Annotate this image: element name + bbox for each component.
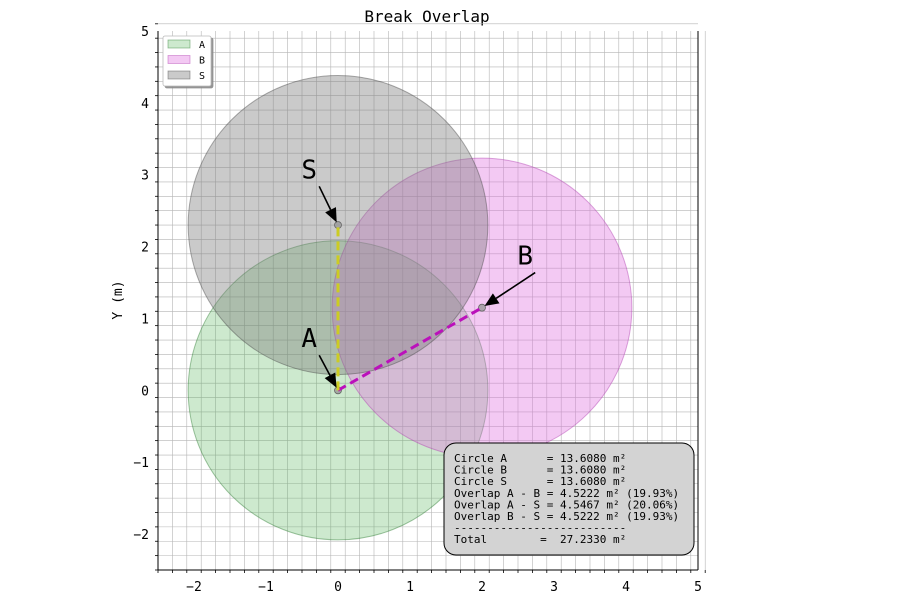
y-axis-label: Y (m): [111, 280, 126, 319]
y-tick-label: 2: [141, 241, 149, 256]
y-tick-label: −2: [133, 528, 149, 543]
stats-line: Circle A = 13.6080 m²: [454, 452, 626, 465]
legend-swatch-b: [167, 55, 191, 64]
annotation-label-b: B: [517, 242, 533, 272]
y-tick-label: 3: [141, 169, 149, 184]
x-tick-label: −1: [258, 580, 274, 595]
x-tick-label: 3: [550, 580, 558, 595]
x-tick-label: 1: [406, 580, 414, 595]
x-tick-label: 2: [478, 580, 486, 595]
legend-entry-a: A: [199, 40, 205, 51]
legend-frame: [162, 35, 212, 87]
stats-line: Overlap A - S = 4.5467 m² (20.06%): [454, 498, 679, 511]
tick-labels: −2 −1 0 1 2 3 4 5 −2 −1 0 1 2 3 4 5: [133, 25, 702, 595]
axes: [155, 23, 706, 573]
stats-box-frame: [443, 442, 695, 556]
annotation-arrow-line-b: [495, 271, 536, 299]
chart-title: Break Overlap: [364, 7, 489, 26]
legend-swatch-s: [167, 70, 191, 80]
x-tick-label: −2: [186, 580, 202, 595]
annotation-label-a: A: [301, 324, 317, 354]
y-tick-label: 4: [141, 97, 149, 112]
x-tick-label: 5: [694, 580, 702, 595]
annotation-arrow-head-s: [325, 207, 337, 223]
annotation-arrow-head-a: [324, 372, 337, 388]
annotation-arrow-line-s: [318, 185, 332, 211]
stats-line: Total = 27.2330 m²: [454, 533, 626, 546]
annotation-label-s: S: [301, 155, 317, 185]
annotations-layer: S A B: [301, 155, 536, 388]
legend-entry-s: S: [199, 71, 205, 82]
x-tick-label: 4: [622, 580, 630, 595]
annotation-arrow-head-b: [484, 293, 500, 307]
stats-line: --------------------------: [454, 522, 626, 535]
y-tick-label: 5: [141, 25, 149, 40]
stats-line: Overlap B - S = 4.5222 m² (19.93%): [454, 510, 679, 523]
stats-line: Overlap A - B = 4.5222 m² (19.93%): [454, 487, 679, 500]
legend-entry-b: B: [199, 56, 205, 67]
center-point-b: [478, 303, 486, 312]
y-tick-label: 1: [141, 312, 149, 327]
legend: ABS: [162, 35, 212, 87]
stats-line: Circle S = 13.6080 m²: [454, 475, 626, 488]
y-tick-label: 0: [141, 384, 149, 399]
legend-swatch-a: [167, 39, 191, 49]
annotation-arrow-line-a: [318, 354, 331, 376]
y-tick-label: −1: [133, 456, 149, 471]
x-tick-label: 0: [334, 580, 342, 595]
stats-line: Circle B = 13.6080 m²: [454, 464, 626, 477]
